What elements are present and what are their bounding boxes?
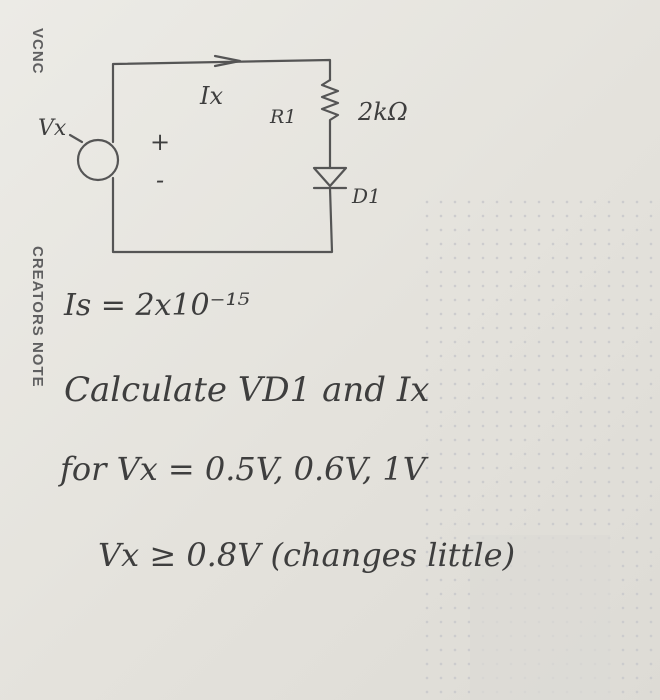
diode-triangle (312, 166, 348, 188)
source-pointer (68, 133, 84, 144)
source-label: Vx (38, 116, 67, 141)
minus-sign: - (156, 166, 165, 194)
resistor-value: 2kΩ (358, 98, 408, 126)
diode-name: D1 (352, 184, 381, 208)
task-line: Calculate VD1 and Ix (64, 370, 430, 410)
conclusion-line: Vx ≥ 0.8V (changes little) (98, 536, 516, 574)
plus-sign: + (150, 128, 171, 156)
wire-bottom (111, 176, 334, 254)
saturation-current: Is = 2x10⁻¹⁵ (64, 288, 250, 323)
voltage-values: for Vx = 0.5V, 0.6V, 1V (60, 450, 426, 488)
background-logo (470, 535, 610, 700)
current-label: Ix (200, 82, 224, 110)
wire-top (111, 58, 332, 144)
current-arrow (213, 54, 242, 68)
resistor-symbol (320, 78, 340, 170)
voltage-source-icon (76, 138, 120, 182)
resistor-name: R1 (270, 106, 297, 128)
